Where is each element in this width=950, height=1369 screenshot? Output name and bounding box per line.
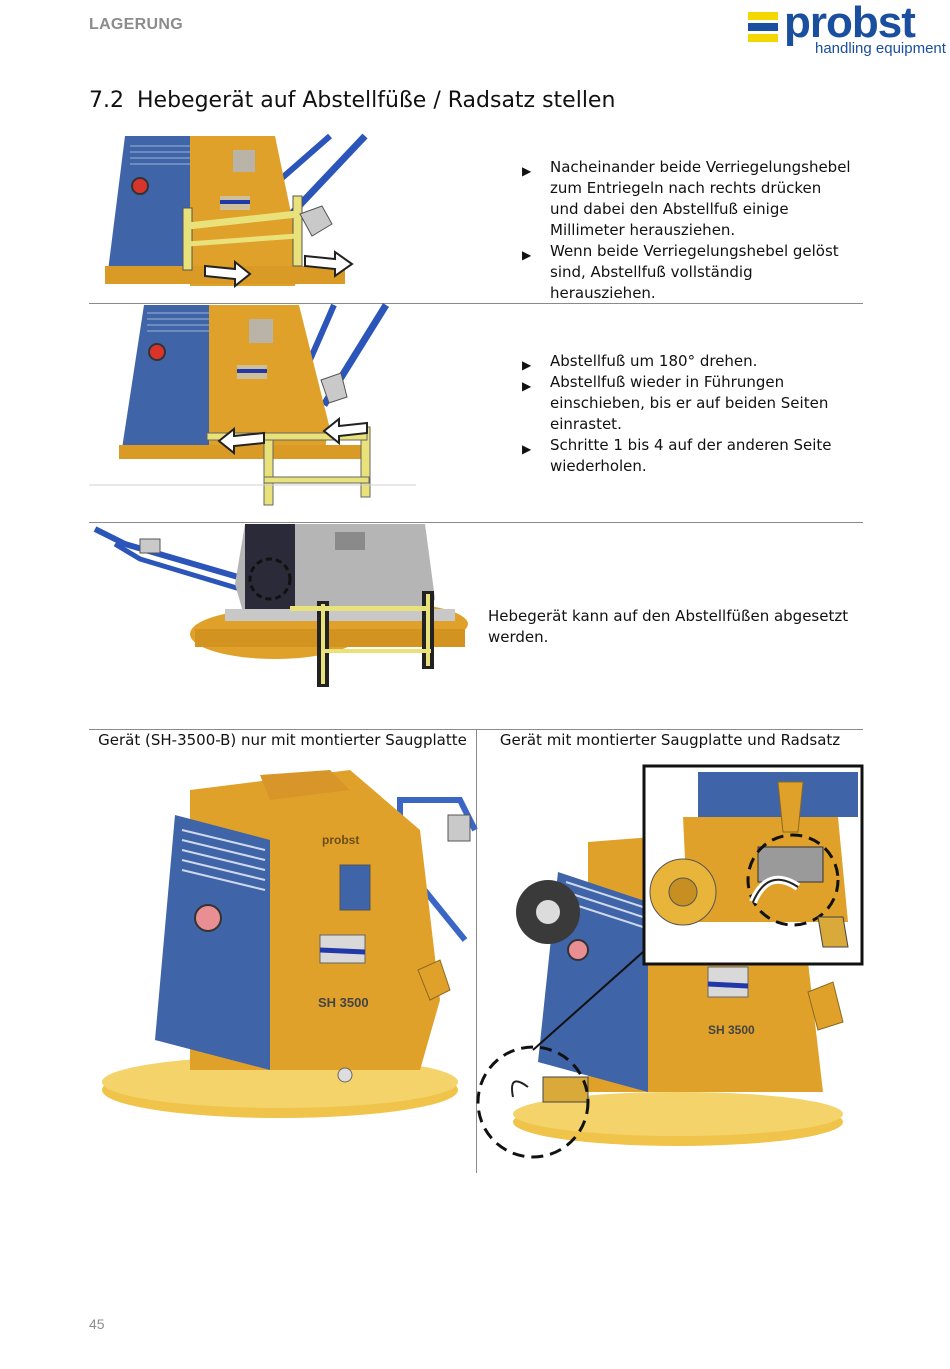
page-title: 7.2 Hebegerät auf Abstellfüße / Radsatz s… bbox=[89, 88, 615, 113]
section-header: LAGERUNG bbox=[89, 16, 183, 33]
logo-bar-icon bbox=[748, 12, 778, 20]
step3-illustration bbox=[93, 524, 468, 687]
left-caption: Gerät (SH-3500-B) nur mit montierter Sau… bbox=[98, 731, 467, 749]
divider bbox=[89, 303, 863, 304]
list-item: ▶Nacheinander beide Verriegelungshebel z… bbox=[522, 158, 851, 239]
list-item: ▶Abstellfuß um 180° drehen. bbox=[522, 352, 758, 372]
brand-plate-label: probst bbox=[322, 833, 359, 847]
logo-bar-icon bbox=[748, 34, 778, 42]
right-caption: Gerät mit montierter Saugplatte und Rads… bbox=[499, 731, 841, 749]
machine-label: SH 3500 bbox=[318, 995, 369, 1010]
machine-with-wheel-set: SH 3500 bbox=[476, 764, 864, 1159]
machine-label: SH 3500 bbox=[708, 1023, 755, 1037]
list-item: ▶Schritte 1 bis 4 auf der anderen Seite … bbox=[522, 436, 832, 475]
step2-bullets: ▶Abstellfuß um 180° drehen. ▶Abstellfuß … bbox=[522, 351, 852, 477]
section-number: 7.2 bbox=[89, 88, 124, 113]
step2-illustration bbox=[89, 303, 416, 506]
list-item: ▶Abstellfuß wieder in Führungen einschie… bbox=[522, 373, 829, 433]
logo-bar-icon bbox=[748, 23, 778, 31]
step3-text: Hebegerät kann auf den Abstellfüßen abge… bbox=[488, 607, 849, 646]
divider bbox=[89, 522, 863, 523]
machine-suction-plate-only: SH 3500 probst bbox=[102, 770, 478, 1118]
section-title: Hebegerät auf Abstellfüße / Radsatz stel… bbox=[137, 88, 616, 113]
probst-logo: probst handling equipment bbox=[748, 0, 948, 57]
page-number: 45 bbox=[89, 1316, 105, 1332]
logo-wordmark: probst bbox=[784, 0, 916, 47]
logo-tagline: handling equipment bbox=[815, 40, 946, 57]
list-item: ▶Wenn beide Verriegelungshebel gelöst si… bbox=[522, 242, 839, 302]
step1-illustration bbox=[105, 133, 368, 289]
step1-bullets: ▶Nacheinander beide Verriegelungshebel z… bbox=[522, 157, 852, 304]
table-divider bbox=[476, 729, 477, 1173]
